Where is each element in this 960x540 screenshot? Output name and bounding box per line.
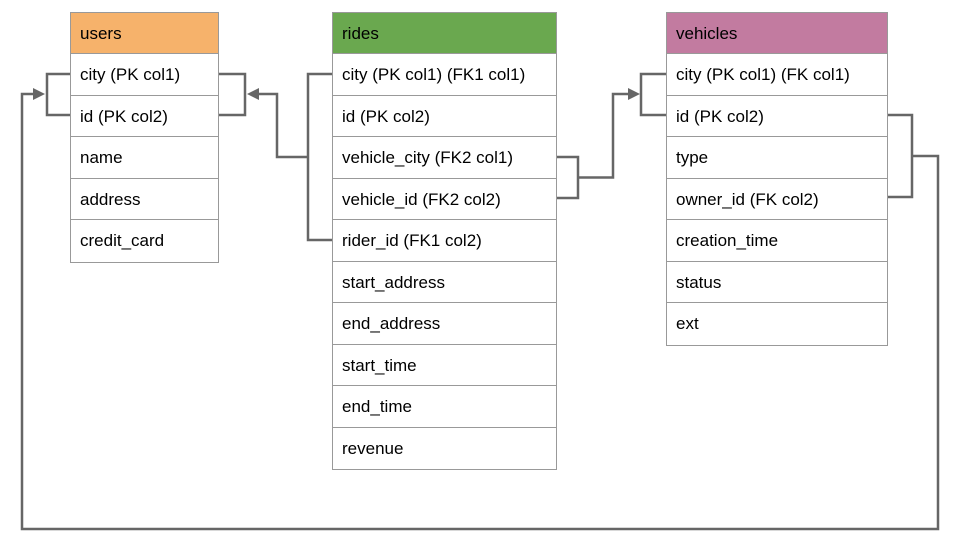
table-rides-header: rides bbox=[333, 13, 556, 54]
table-row: id (PK col2) bbox=[667, 96, 887, 137]
arrowhead-to-users-left bbox=[33, 88, 45, 100]
table-row: type bbox=[667, 137, 887, 179]
connector-rides-to-users bbox=[219, 72, 332, 242]
table-row: status bbox=[667, 262, 887, 303]
table-row: name bbox=[71, 137, 218, 179]
table-row: rider_id (FK1 col2) bbox=[333, 220, 556, 262]
table-row: credit_card bbox=[80, 231, 165, 250]
table-vehicles: vehicles city (PK col1) (FK col1) id (PK… bbox=[666, 12, 888, 346]
table-row: creation_time bbox=[667, 220, 887, 262]
table-row: end_time bbox=[333, 386, 556, 428]
table-row: vehicle_city (FK2 col1) bbox=[333, 137, 556, 179]
table-row: city (PK col1) bbox=[71, 54, 218, 96]
table-row: city (PK col1) (FK1 col1) bbox=[333, 54, 556, 96]
rides-right-bracket bbox=[557, 155, 580, 200]
table-row: revenue bbox=[342, 438, 404, 458]
table-row: vehicle_id (FK2 col2) bbox=[333, 179, 556, 220]
table-row: id (PK col2) bbox=[333, 96, 556, 137]
table-row: end_address bbox=[333, 303, 556, 345]
users-left-bracket bbox=[45, 72, 70, 117]
vehicles-left-bracket bbox=[639, 72, 666, 117]
table-row: id (PK col2) bbox=[71, 96, 218, 137]
table-rides: rides city (PK col1) (FK1 col1) id (PK c… bbox=[332, 12, 557, 470]
table-row: ext bbox=[676, 314, 699, 333]
table-vehicles-header: vehicles bbox=[667, 13, 887, 54]
rides-left-bracket bbox=[306, 72, 332, 242]
table-users-header: users bbox=[71, 13, 218, 54]
table-row: start_time bbox=[333, 345, 556, 386]
arrowhead-to-users bbox=[247, 88, 259, 100]
users-right-bracket bbox=[219, 72, 247, 117]
vehicles-right-bracket bbox=[888, 113, 914, 199]
table-row: owner_id (FK col2) bbox=[667, 179, 887, 220]
rides-to-users-line bbox=[259, 92, 308, 159]
rides-to-vehicles-line bbox=[578, 92, 628, 179]
table-row: address bbox=[71, 179, 218, 220]
table-row: start_address bbox=[333, 262, 556, 303]
connector-rides-to-vehicles bbox=[557, 72, 666, 200]
table-row: city (PK col1) (FK col1) bbox=[667, 54, 887, 96]
table-users: users city (PK col1) id (PK col2) name a… bbox=[70, 12, 219, 263]
arrowhead-to-vehicles bbox=[628, 88, 640, 100]
